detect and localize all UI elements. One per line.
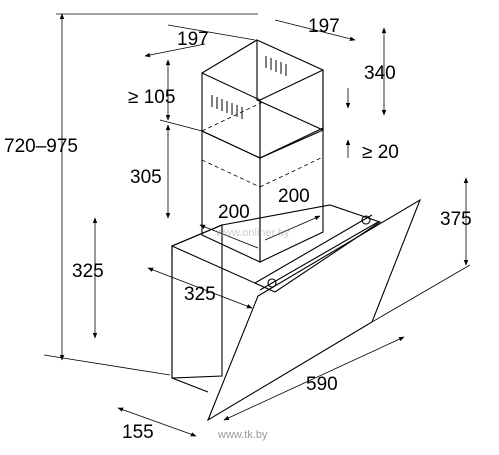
chimney-upper <box>201 39 324 159</box>
dimension-lines <box>43 13 471 437</box>
label-total-height: 720–975 <box>4 136 78 157</box>
vent-slots-left <box>211 95 243 119</box>
dimension-labels: 720–975 197 197 ≥ 105 340 305 ≥ 20 200 2… <box>4 16 472 443</box>
label-bottom-depth: 155 <box>122 422 154 443</box>
label-upper-min-gap: ≥ 105 <box>128 87 175 108</box>
label-chimney-width-left: 197 <box>177 29 209 50</box>
label-body-depth: 325 <box>184 284 216 305</box>
label-glass-height: 375 <box>440 209 472 230</box>
chimney-lower <box>201 100 324 263</box>
label-hood-width: 590 <box>306 374 338 395</box>
label-upper-section-height: 340 <box>364 63 396 84</box>
watermark-bottom: www.tk.by <box>217 429 268 441</box>
label-chimney-depth-left: 200 <box>218 202 250 223</box>
label-body-height: 325 <box>72 261 104 282</box>
vent-slots-back <box>265 56 287 76</box>
watermark-center: www.onliner.by <box>215 227 290 239</box>
label-chimney-width-right: 197 <box>308 16 340 37</box>
label-side-min-gap: ≥ 20 <box>362 142 399 163</box>
label-lower-section-height: 305 <box>130 167 162 188</box>
label-chimney-depth-right: 200 <box>278 186 310 207</box>
